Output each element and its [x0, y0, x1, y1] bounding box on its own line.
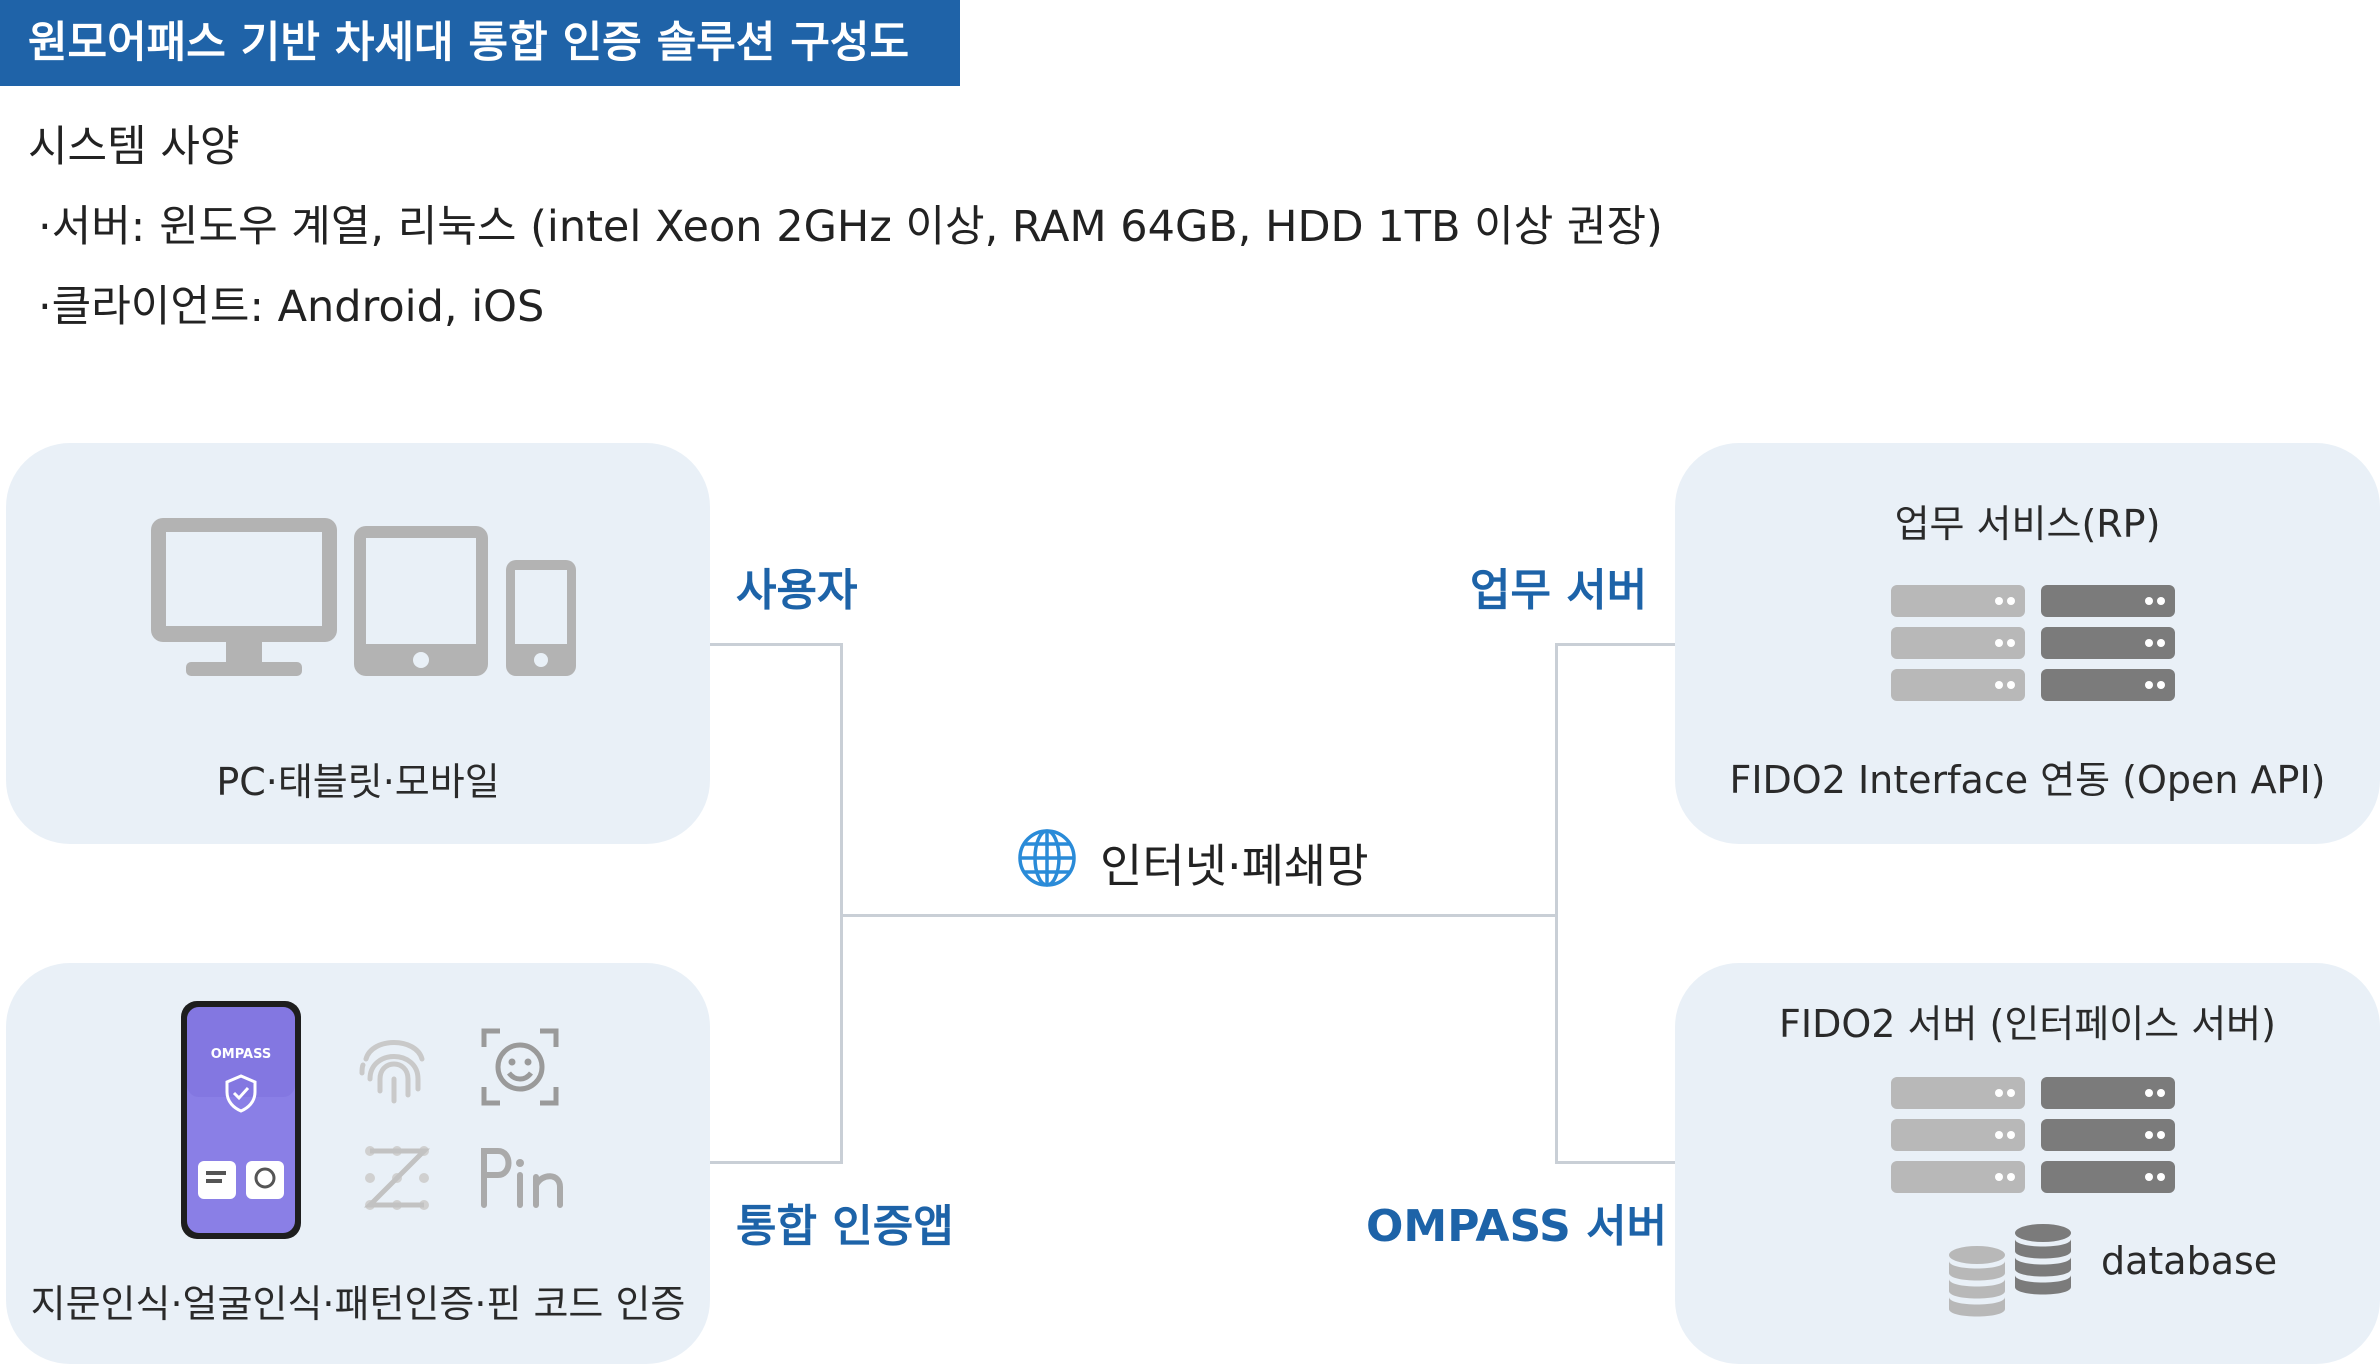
auth-app-panel: OMPASS 지문인식· [6, 963, 710, 1364]
ompass-server-connector-label: OMPASS 서버 [1366, 1201, 1668, 1252]
ompass-phone-brand: OMPASS [210, 1047, 272, 1062]
devices-panel: PC·태블릿·모바일 [6, 443, 710, 844]
spec-server: ·서버: 윈도우 계열, 리눅스 (intel Xeon 2GHz 이상, RA… [38, 202, 1663, 252]
fido-server-panel: FIDO2 서버 (인터페이스 서버) [1675, 963, 2380, 1364]
fingerprint-icon [359, 1040, 425, 1104]
spec-client: ·클라이언트: Android, iOS [38, 282, 545, 332]
diagram-title: 원모어패스 기반 차세대 통합 인증 솔루션 구성도 [0, 0, 960, 86]
face-recognition-icon [481, 1028, 559, 1106]
fido2-server-label: FIDO2 서버 (인터페이스 서버) [1779, 1002, 2276, 1046]
spec-heading: 시스템 사양 [28, 122, 240, 172]
database-icon [1949, 1224, 2071, 1317]
globe-icon [1018, 829, 1076, 887]
auth-app-label: 지문인식·얼굴인식·패턴인증·핀 코드 인증 [30, 1282, 686, 1326]
business-server-connector-label: 업무 서버 [1470, 565, 1648, 616]
connector-line-network-h [840, 914, 1558, 917]
user-connector-label: 사용자 [736, 565, 858, 616]
connector-line-app-h [710, 1161, 843, 1164]
server-rack-icon [1891, 1077, 2175, 1193]
connector-line-right-v [1555, 643, 1558, 1164]
database-label: database [2101, 1239, 2278, 1283]
devices-label: PC·태블릿·모바일 [216, 760, 500, 804]
auth-app-connector-label: 통합 인증앱 [736, 1201, 954, 1252]
network-label: 인터넷·폐쇄망 [1100, 839, 1369, 893]
connector-line-user-h [710, 643, 843, 646]
server-rack-icon [1891, 585, 2175, 701]
pattern-icon [363, 1146, 431, 1210]
connector-line-left-v [840, 643, 843, 1164]
connector-line-ompass-h [1555, 1161, 1675, 1164]
fido2-interface-label: FIDO2 Interface 연동 (Open API) [1729, 758, 2326, 802]
business-service-label: 업무 서비스(RP) [1894, 502, 2161, 546]
ompass-phone-icon [181, 1001, 301, 1239]
pin-code-icon [481, 1148, 563, 1208]
connector-line-business-h [1555, 643, 1675, 646]
devices-icon [151, 518, 576, 676]
business-server-panel: 업무 서비스(RP) FIDO2 Interface 연동 (Open API) [1675, 443, 2380, 844]
